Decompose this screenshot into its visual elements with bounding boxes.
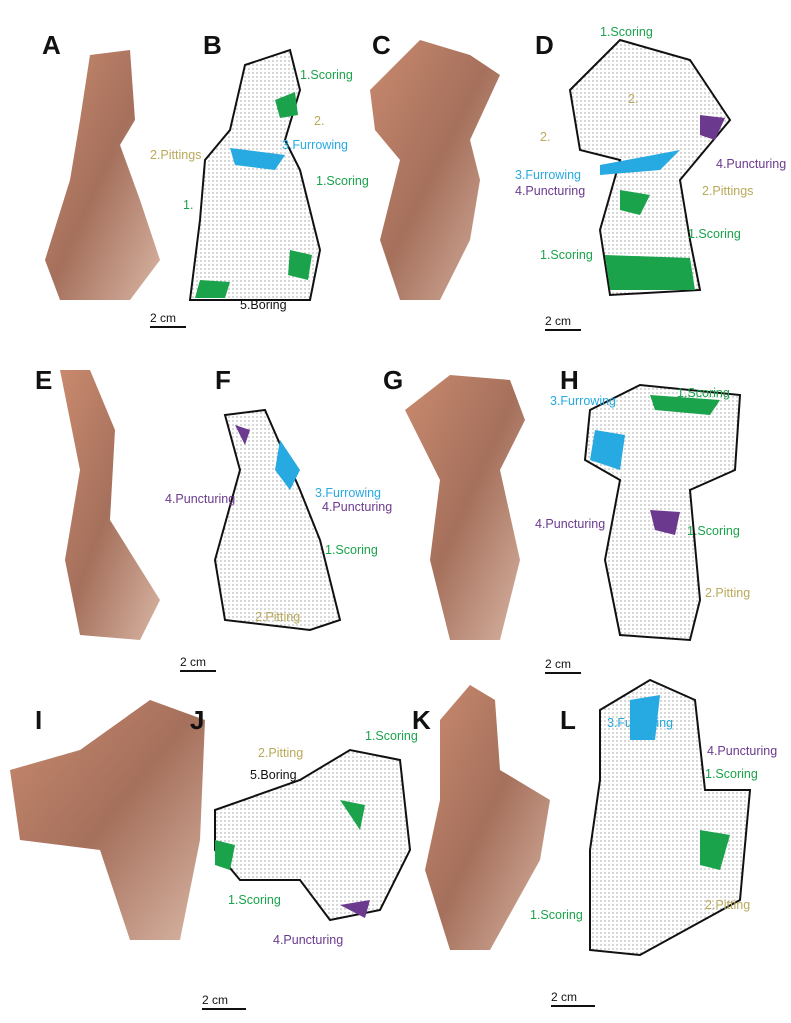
label-scoring: 1.Scoring [530, 908, 583, 922]
label-scoring: 1.Scoring [365, 729, 418, 743]
drawing-J [214, 748, 412, 922]
panel-label-d: D [535, 30, 554, 60]
panel-label-k: K [412, 705, 431, 735]
label-pitting: 2. [540, 130, 551, 144]
drawing-F [213, 408, 342, 632]
label-scoring: 1.Scoring [687, 524, 740, 538]
label-pitting: 2. [628, 92, 639, 106]
label-pitting: 2.Pitting [258, 746, 304, 760]
label-pitting: 2.Pitting [705, 898, 751, 912]
panel-label-e: E [35, 365, 53, 395]
label-puncturing: 4.Puncturing [273, 933, 344, 947]
photo-A [45, 50, 160, 300]
label-furrowing: 3.Furrowing [315, 486, 381, 500]
label-puncturing: 4.Puncturing [515, 184, 586, 198]
label-scoring: 1.Scoring [325, 543, 378, 557]
label-pitting: 2.Pitting [255, 610, 301, 624]
label-boring: 5.Boring [250, 768, 297, 782]
panel-label-l: L [560, 705, 576, 735]
label-scoring: 1.Scoring [677, 386, 730, 400]
label-furrowing: 3.Furrowing [515, 168, 581, 182]
panel-label-i: I [35, 705, 43, 735]
label-scoring: 1.Scoring [540, 248, 593, 262]
scale-bar: 2 cm [545, 314, 581, 331]
label-scoring: 1.Scoring [316, 174, 369, 188]
label-scoring: 1.Scoring [228, 893, 281, 907]
label-boring: 5.Boring [240, 298, 287, 312]
scale-bar-label: 2 cm [545, 657, 572, 671]
scale-bar-label: 2 cm [202, 993, 229, 1007]
label-furrowing: 3.Furrowing [282, 138, 348, 152]
photo-E [60, 370, 160, 640]
label-puncturing: 4.Puncturing [716, 157, 787, 171]
photo-I [10, 700, 205, 940]
panel-label-f: F [215, 365, 231, 395]
scale-bar: 2 cm [202, 993, 246, 1010]
label-scoring: 1.Scoring [705, 767, 758, 781]
photo-K [425, 685, 550, 950]
photo-C [370, 40, 500, 300]
panel-label-a: A [42, 30, 61, 60]
label-pitting: 2. [314, 114, 325, 128]
panel-label-c: C [372, 30, 391, 60]
scale-bar-label: 2 cm [551, 990, 578, 1004]
label-furrowing: 3.Furrowing [550, 394, 616, 408]
scale-bar-label: 2 cm [545, 314, 572, 328]
panel-label-j: J [190, 705, 205, 735]
scale-bar: 2 cm [545, 657, 581, 674]
scale-bar-label: 2 cm [180, 655, 207, 669]
scale-bar: 2 cm [551, 990, 595, 1007]
panel-label-b: B [203, 30, 222, 60]
label-furrowing: 3.Furrowing [607, 716, 673, 730]
label-scoring: 1. [183, 198, 194, 212]
drawing-L [589, 678, 752, 957]
label-scoring: 1.Scoring [300, 68, 353, 82]
label-pittings: 2.Pittings [702, 184, 754, 198]
panel-label-g: G [383, 365, 404, 395]
label-pittings: 2.Pittings [150, 148, 202, 162]
photo-G [405, 375, 525, 640]
scale-bar-label: 2 cm [150, 311, 177, 325]
scale-bar: 2 cm [150, 311, 186, 328]
label-puncturing: 4.Puncturing [535, 517, 606, 531]
panel-label-h: H [560, 365, 579, 395]
label-puncturing: 4.Puncturing [322, 500, 393, 514]
label-scoring: 1.Scoring [600, 25, 653, 39]
scale-bar: 2 cm [180, 655, 216, 672]
label-puncturing: 4.Puncturing [165, 492, 236, 506]
label-pitting: 2.Pitting [705, 586, 751, 600]
label-scoring: 1.Scoring [688, 227, 741, 241]
label-puncturing: 4.Puncturing [707, 744, 778, 758]
